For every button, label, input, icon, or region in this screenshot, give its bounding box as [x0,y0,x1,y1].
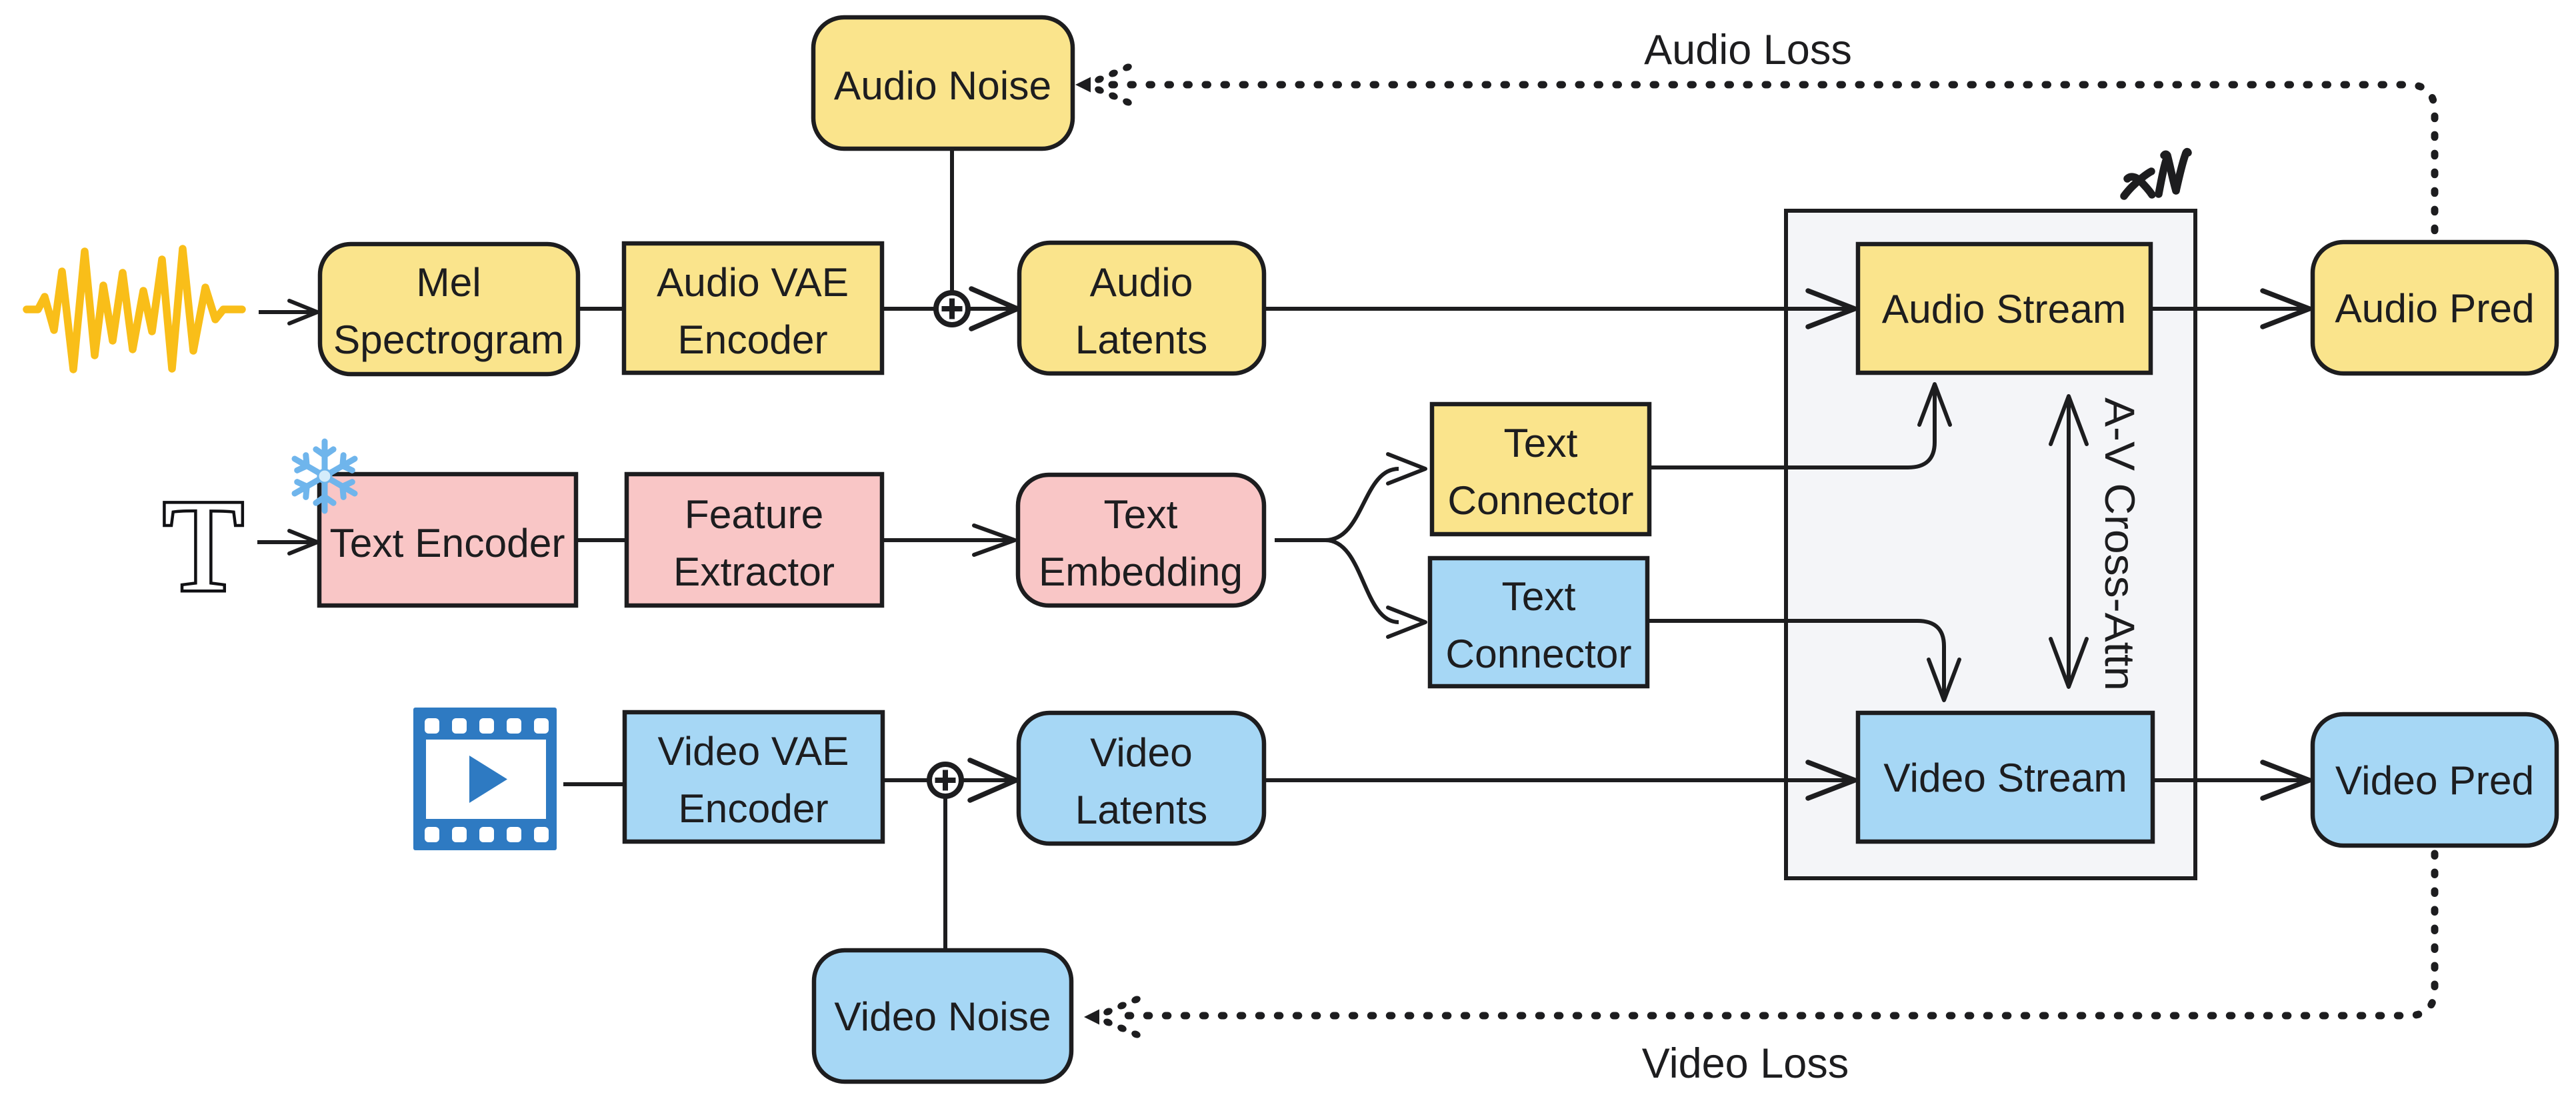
svg-text:Video VAE: Video VAE [657,728,849,774]
svg-text:Text: Text [1104,491,1178,537]
svg-text:Audio VAE: Audio VAE [657,259,849,305]
svg-text:Video Loss: Video Loss [1642,1040,1849,1087]
svg-text:Audio: Audio [1090,259,1193,305]
svg-text:Embedding: Embedding [1039,549,1243,594]
svg-text:Encoder: Encoder [677,317,827,362]
svg-text:Mel: Mel [416,259,481,305]
svg-text:T: T [163,473,243,618]
svg-text:Connector: Connector [1447,477,1633,523]
svg-text:Video: Video [1090,730,1193,775]
svg-text:Audio Pred: Audio Pred [2335,285,2534,331]
svg-text:Extractor: Extractor [673,549,835,594]
svg-text:Video Stream: Video Stream [1883,755,2127,800]
svg-text:Video Pred: Video Pred [2335,758,2534,803]
svg-text:A-V Cross-Attn: A-V Cross-Attn [2096,397,2143,691]
svg-text:Latents: Latents [1075,317,1207,362]
svg-text:Spectrogram: Spectrogram [333,317,564,362]
svg-text:Audio Loss: Audio Loss [1644,27,1852,73]
svg-text:Latents: Latents [1075,787,1207,832]
svg-text:Text: Text [1504,420,1578,465]
svg-text:Audio Noise: Audio Noise [834,63,1051,108]
svg-text:Feature: Feature [685,491,824,537]
svg-text:Text Encoder: Text Encoder [329,520,565,566]
svg-text:Audio Stream: Audio Stream [1882,286,2127,331]
svg-text:Video Noise: Video Noise [834,994,1051,1039]
svg-text:Encoder: Encoder [678,786,828,831]
svg-text:Text: Text [1502,574,1576,619]
svg-text:Connector: Connector [1445,631,1631,676]
